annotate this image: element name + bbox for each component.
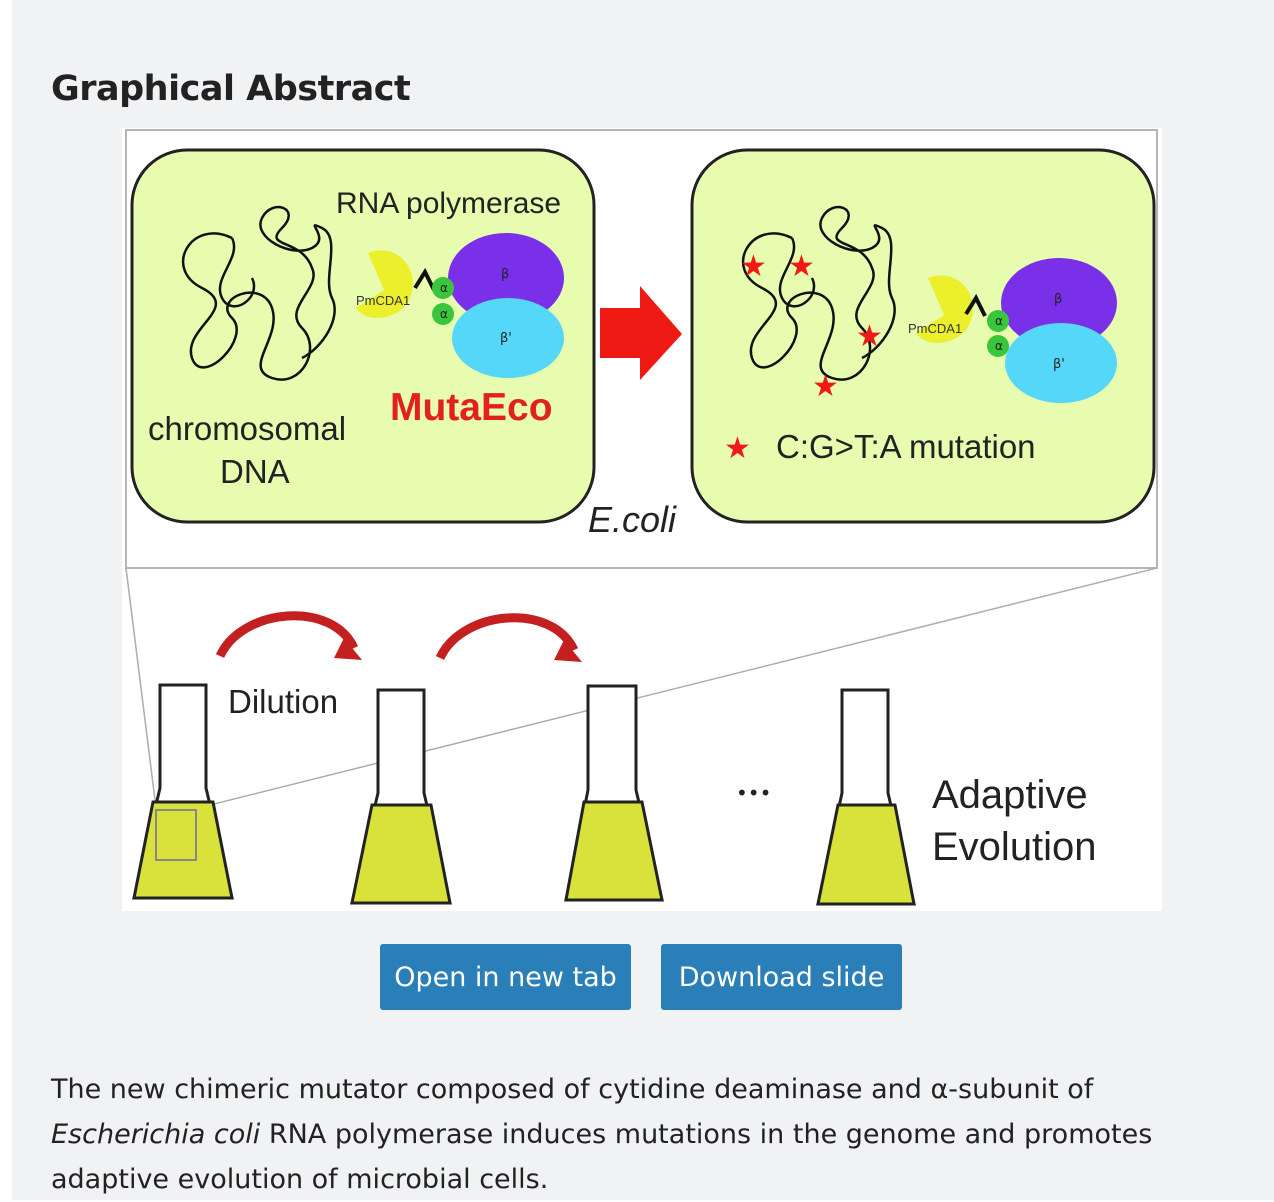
download-slide-button[interactable]: Download slide (661, 944, 902, 1010)
alpha-label: α (440, 307, 448, 321)
figure-caption: The new chimeric mutator composed of cyt… (51, 1067, 1231, 1202)
evolution-label: Evolution (932, 825, 1097, 869)
culture-medium-3 (564, 800, 664, 902)
curved-arrow-2 (435, 613, 579, 661)
mutation-star: ★ (812, 369, 839, 404)
abstract-diagram: ★ ★ ★ ★ RNA polymerase PmCDA1 α α β β' M… (125, 129, 1158, 906)
beta-prime-label: β' (1053, 357, 1065, 372)
zoom-window (155, 809, 197, 861)
beta-prime-subunit-right (1005, 323, 1117, 403)
beta-label: β (501, 267, 509, 282)
mutation-star: ★ (740, 249, 767, 284)
culture-medium-4 (816, 803, 916, 906)
curved-arrow-1-head (334, 638, 362, 660)
rna-polymerase-label: RNA polymerase (336, 187, 561, 220)
ellipsis: ••• (736, 781, 771, 805)
pmcda1-label-right: PmCDA1 (908, 321, 962, 336)
chromosomal-dna-left (181, 205, 336, 381)
culture-medium-1 (132, 800, 234, 900)
culture-medium-2 (350, 803, 452, 905)
zoom-line-right (197, 567, 1158, 809)
chromosomal-dna-right (741, 205, 896, 381)
alpha-subunit-left (432, 277, 454, 299)
pmcda1-right (916, 275, 973, 343)
beta-subunit-right (1001, 258, 1117, 348)
beta-label: β (1054, 292, 1062, 307)
zoom-line-left (125, 567, 157, 809)
beta-prime-label: β' (500, 331, 512, 346)
alpha-label: α (995, 339, 1003, 353)
alpha-label: α (440, 281, 448, 295)
curved-arrow-1 (215, 611, 359, 659)
alpha-subunit-left (432, 303, 454, 325)
caption-text-start: The new chimeric mutator composed of cyt… (51, 1074, 1094, 1105)
chromosomal-label: chromosomal (148, 410, 346, 447)
mutation-legend-label: C:G>T:A mutation (776, 428, 1036, 465)
alpha-subunit-right (987, 310, 1009, 332)
linker-left (413, 267, 436, 291)
open-in-new-tab-button[interactable]: Open in new tab (380, 944, 631, 1010)
mutation-star: ★ (856, 319, 883, 354)
adaptive-label: Adaptive (932, 773, 1088, 817)
pmcda1-left (356, 250, 413, 318)
curved-arrow-2-head (554, 640, 582, 662)
graphical-abstract-figure: ★ ★ ★ ★ RNA polymerase PmCDA1 α α β β' M… (122, 128, 1162, 911)
caption-species-name: Escherichia coli (51, 1119, 261, 1150)
linker-right (964, 293, 987, 317)
section-title: Graphical Abstract (51, 69, 411, 110)
caption-text-end: RNA polymerase induces mutations in the … (51, 1119, 1153, 1195)
mutaeco-label: MutaEco (390, 386, 553, 429)
transition-arrow (600, 286, 682, 380)
alpha-label: α (995, 314, 1003, 328)
dilution-label: Dilution (228, 683, 338, 720)
pmcda1-label-left: PmCDA1 (356, 293, 410, 308)
beta-subunit-left (448, 233, 564, 323)
beta-prime-subunit-left (452, 298, 564, 378)
alpha-subunit-right (987, 335, 1009, 357)
ecoli-label: E.coli (588, 499, 677, 540)
mutation-star: ★ (788, 249, 815, 284)
legend-star: ★ (724, 431, 751, 466)
dna-label: DNA (220, 453, 290, 490)
